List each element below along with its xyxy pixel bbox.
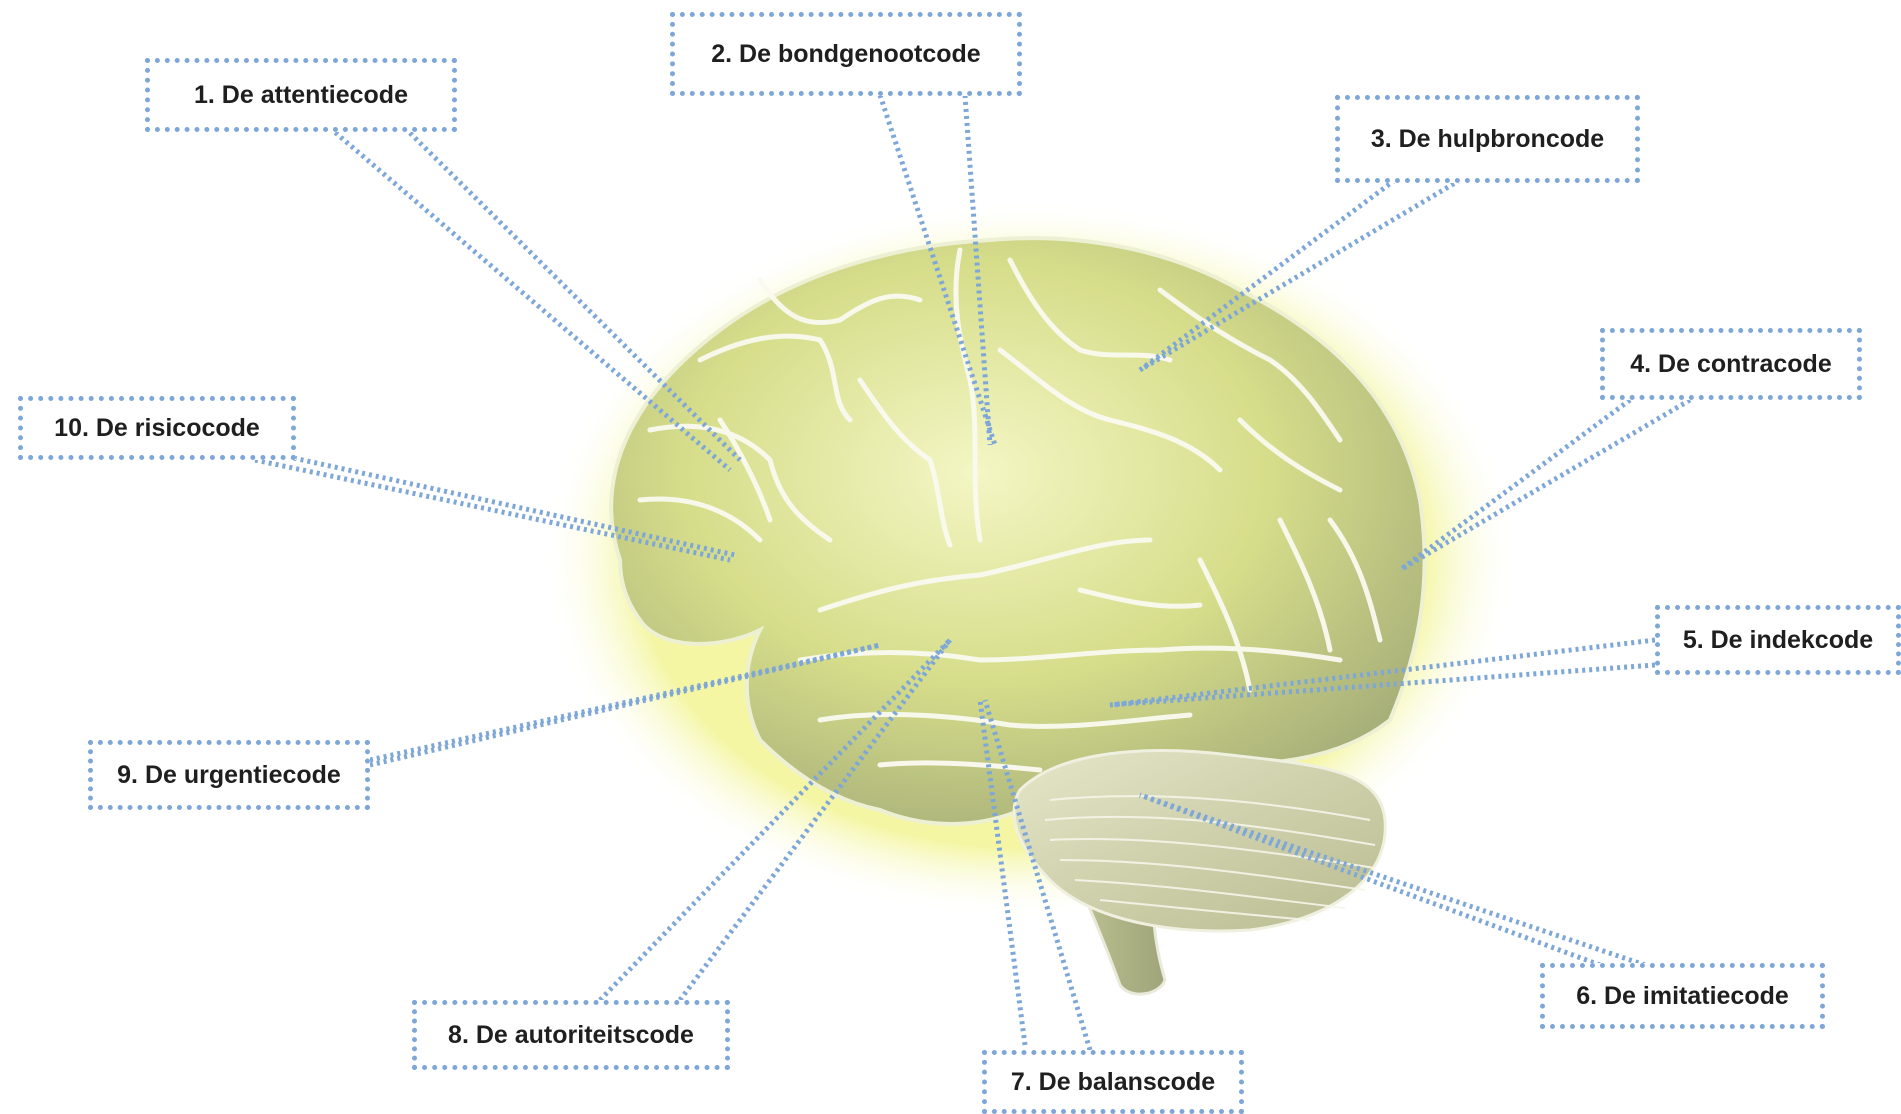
label-balanscode-text: 7. De balanscode [1011,1068,1215,1097]
label-urgentiecode: 9. De urgentiecode [88,740,370,810]
label-balanscode: 7. De balanscode [982,1050,1244,1114]
label-risicocode: 10. De risicocode [18,396,296,460]
label-indekcode: 5. De indekcode [1655,605,1901,675]
label-autoriteitscode-text: 8. De autoriteitscode [448,1021,694,1050]
label-hulpbroncode-text: 3. De hulpbroncode [1371,125,1604,154]
label-imitatiecode: 6. De imitatiecode [1540,963,1825,1029]
label-attentiecode-text: 1. De attentiecode [194,81,408,110]
label-hulpbroncode: 3. De hulpbroncode [1335,95,1640,183]
label-contracode: 4. De contracode [1600,328,1862,400]
leader-attentie-2 [405,128,740,460]
label-contracode-text: 4. De contracode [1630,350,1831,379]
label-urgentiecode-text: 9. De urgentiecode [117,761,341,790]
label-indekcode-text: 5. De indekcode [1683,626,1873,655]
label-autoriteitscode: 8. De autoriteitscode [412,1000,730,1070]
label-attentiecode: 1. De attentiecode [145,58,457,132]
label-bondgenootcode-text: 2. De bondgenootcode [711,40,980,69]
label-bondgenootcode: 2. De bondgenootcode [670,12,1022,96]
label-risicocode-text: 10. De risicocode [54,414,260,443]
label-imitatiecode-text: 6. De imitatiecode [1576,982,1789,1011]
